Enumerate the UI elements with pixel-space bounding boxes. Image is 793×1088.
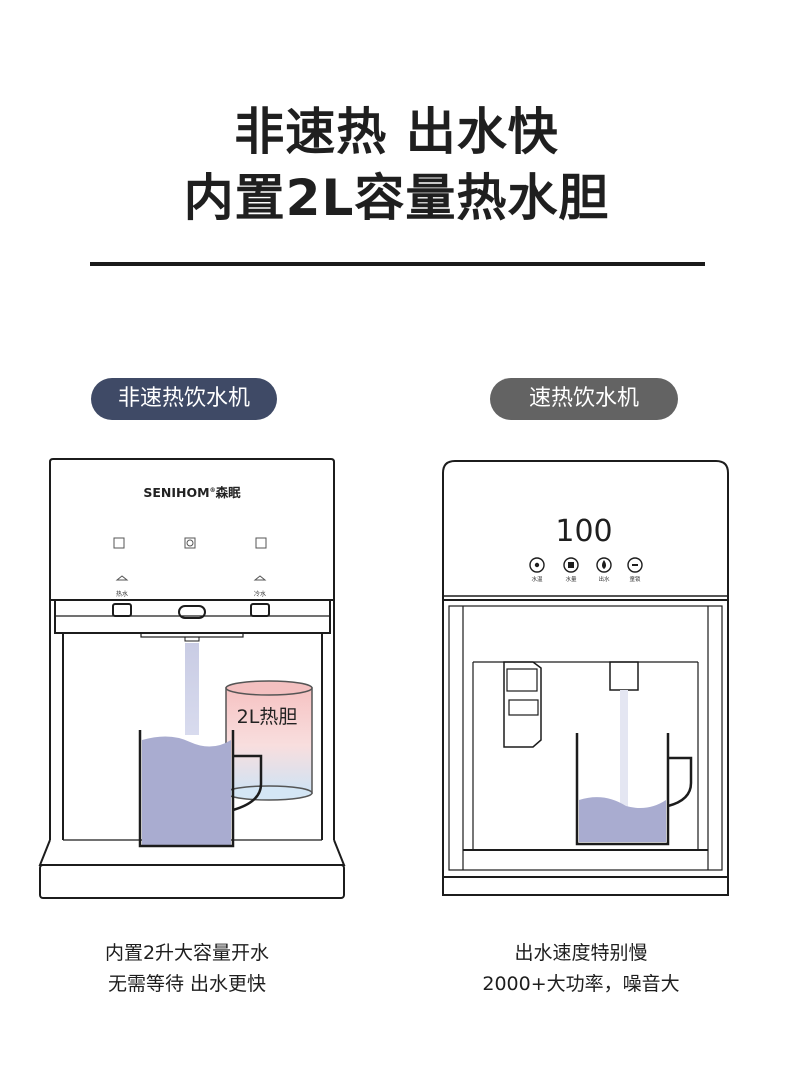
cup-water bbox=[579, 797, 666, 842]
caption-right-line2: 2000+大功率，噪音大 bbox=[482, 973, 680, 995]
caption-left-line1: 内置2升大容量开水 bbox=[104, 942, 270, 964]
btn-label-dispense: 出水 bbox=[598, 575, 610, 583]
tank-label: 2L热胆 bbox=[237, 706, 298, 728]
temp-button bbox=[529, 557, 545, 573]
label-instant-dispenser: 速热饮水机 bbox=[490, 378, 678, 420]
outlet-box bbox=[609, 661, 639, 691]
body-frame bbox=[442, 599, 729, 896]
divider bbox=[90, 262, 705, 266]
cup bbox=[138, 730, 235, 848]
lock-button bbox=[627, 557, 643, 573]
caption-left-line2: 无需等待 出水更快 bbox=[107, 973, 267, 995]
brand-text: SENIHOM®森眠 bbox=[143, 485, 241, 500]
hot-key-label: 热水 bbox=[116, 590, 128, 598]
btn-label-lock: 童锁 bbox=[629, 575, 641, 583]
hot-tank bbox=[225, 680, 313, 801]
volume-button bbox=[563, 557, 579, 573]
headline-line2: 内置2L容量热水胆 bbox=[183, 169, 610, 227]
dispense-button bbox=[596, 557, 612, 573]
top-panel bbox=[442, 460, 729, 600]
btn-label-temp: 水温 bbox=[531, 575, 543, 583]
label-non-instant-dispenser: 非速热饮水机 bbox=[91, 378, 277, 420]
faucet bbox=[503, 661, 542, 748]
instant-dispenser-illustration: 100 水温 水量 出水 童锁 bbox=[442, 460, 729, 896]
outlet-bar bbox=[140, 632, 244, 638]
non-instant-dispenser-illustration: SENIHOM®森眠 热水 冷水 2L热胆 bbox=[38, 458, 346, 899]
cup-water bbox=[142, 736, 231, 846]
temperature-display: 100 bbox=[555, 514, 612, 549]
headline-line1: 非速热 出水快 bbox=[234, 103, 559, 161]
cold-key-label: 冷水 bbox=[254, 590, 266, 598]
cold-button bbox=[250, 603, 270, 617]
caption-right: 出水速度特别慢 2000+大功率，噪音大 bbox=[416, 938, 746, 1000]
center-button bbox=[178, 605, 206, 619]
top-panel bbox=[49, 458, 335, 601]
btn-label-volume: 水量 bbox=[565, 575, 577, 583]
cup bbox=[575, 733, 670, 846]
caption-right-line1: 出水速度特别慢 bbox=[514, 942, 648, 964]
caption-left: 内置2升大容量开水 无需等待 出水更快 bbox=[22, 938, 352, 1000]
hot-button bbox=[112, 603, 132, 617]
